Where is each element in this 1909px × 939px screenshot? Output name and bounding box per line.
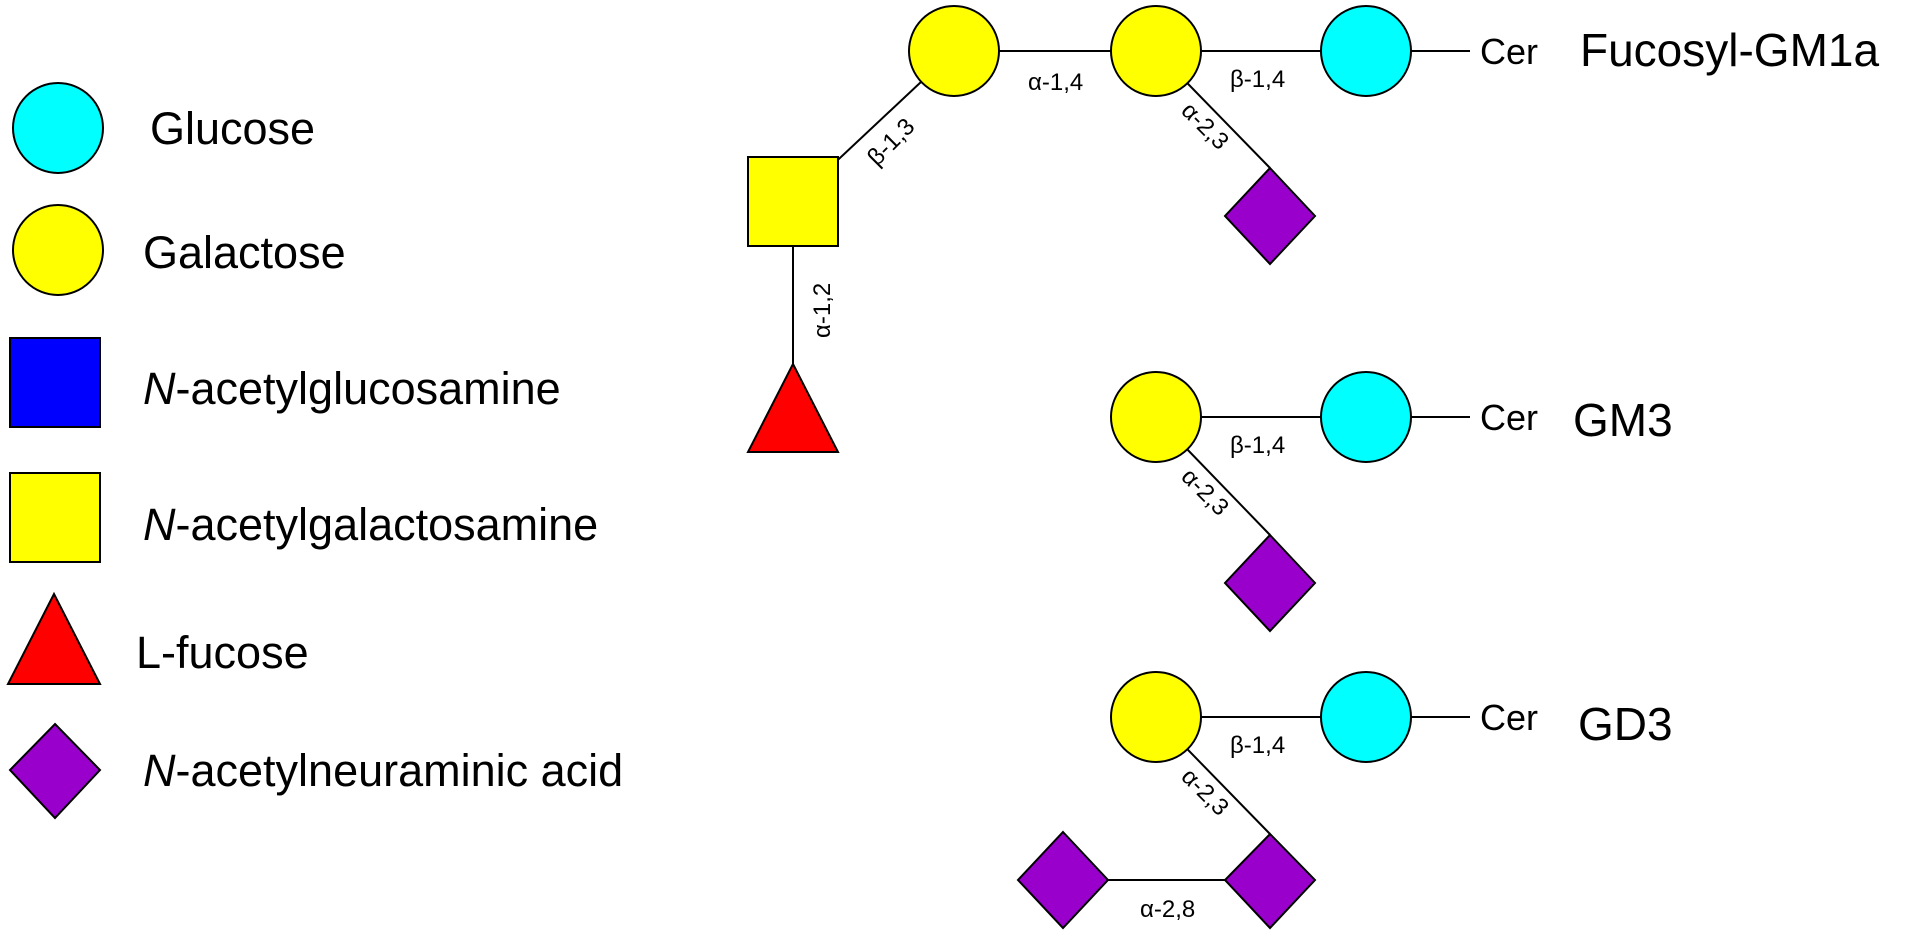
- structure-gm3: Cer GM3 β-1,4 α-2,3: [1110, 371, 1673, 633]
- galactose-node-terminal: [908, 5, 1000, 97]
- legend-label-glucose: Glucose: [150, 103, 315, 154]
- legend: Glucose Galactose N-acetylglucosamine N-…: [6, 82, 623, 820]
- galactose-symbol-icon: [12, 204, 104, 296]
- cer-label: Cer: [1480, 397, 1538, 438]
- bond-label-gal-galnac: β-1,3: [862, 113, 920, 171]
- n-acetylglucosamine-symbol-icon: [9, 337, 101, 428]
- l-fucose-symbol-icon: [6, 591, 102, 685]
- cer-label: Cer: [1480, 31, 1538, 72]
- legend-label-n-acetylglucosamine: N-acetylglucosamine: [143, 363, 561, 414]
- legend-label-n-acetylgalactosamine: N-acetylgalactosamine: [143, 499, 598, 550]
- bond-label-gal-gal: α-1,4: [1028, 69, 1083, 96]
- bond-label-galnac-fuc: α-1,2: [809, 283, 836, 338]
- structure-name: Fucosyl-GM1a: [1580, 24, 1879, 76]
- legend-item-n-acetylglucosamine: N-acetylglucosamine: [9, 337, 561, 428]
- neuac-node: [1223, 533, 1317, 633]
- bond-label-glc-gal: β-1,4: [1230, 432, 1285, 459]
- galactose-node-inner: [1110, 5, 1202, 97]
- bond-label-neuac-neuac: α-2,8: [1140, 896, 1195, 923]
- structure-fucosyl-gm1a: Cer Fucosyl-GM1a β-1,4 α-1,4 α-2,3 β-1,3…: [746, 5, 1879, 453]
- glucose-node: [1320, 5, 1412, 97]
- legend-label-galactose: Galactose: [143, 227, 346, 278]
- galactose-node: [1110, 671, 1202, 763]
- neuac-node-terminal: [1016, 830, 1110, 930]
- galactose-node: [1110, 371, 1202, 463]
- structure-gd3: Cer GD3 β-1,4 α-2,3 α-2,8: [1016, 671, 1673, 930]
- legend-item-n-acetylneuraminic-acid: N-acetylneuraminic acid: [8, 722, 623, 820]
- glucose-symbol-icon: [12, 82, 104, 174]
- legend-item-glucose: Glucose: [12, 82, 315, 174]
- bond-label-gal-neuac: α-2,3: [1176, 763, 1234, 821]
- glucose-node: [1320, 371, 1412, 463]
- structure-name: GD3: [1578, 698, 1673, 750]
- legend-label-n-acetylneuraminic-acid: N-acetylneuraminic acid: [143, 745, 623, 796]
- bond-label-gal-neuac: α-2,3: [1176, 463, 1234, 521]
- structure-name: GM3: [1573, 394, 1673, 446]
- bond-label-glc-gal: β-1,4: [1230, 732, 1285, 759]
- galnac-node: [747, 156, 839, 247]
- cer-label: Cer: [1480, 697, 1538, 738]
- glucose-node: [1320, 671, 1412, 763]
- legend-item-galactose: Galactose: [12, 204, 346, 296]
- n-acetylneuraminic-acid-symbol-icon: [8, 722, 102, 820]
- n-acetylgalactosamine-symbol-icon: [9, 472, 101, 563]
- legend-label-l-fucose: L-fucose: [136, 627, 309, 678]
- fucose-node: [746, 361, 840, 453]
- bond-label-gal-neuac: α-2,3: [1176, 97, 1234, 155]
- bond-label-glc-gal: β-1,4: [1230, 66, 1285, 93]
- legend-item-n-acetylgalactosamine: N-acetylgalactosamine: [9, 472, 598, 563]
- neuac-node: [1223, 166, 1317, 266]
- neuac-node-inner: [1223, 832, 1317, 930]
- legend-item-l-fucose: L-fucose: [6, 591, 309, 685]
